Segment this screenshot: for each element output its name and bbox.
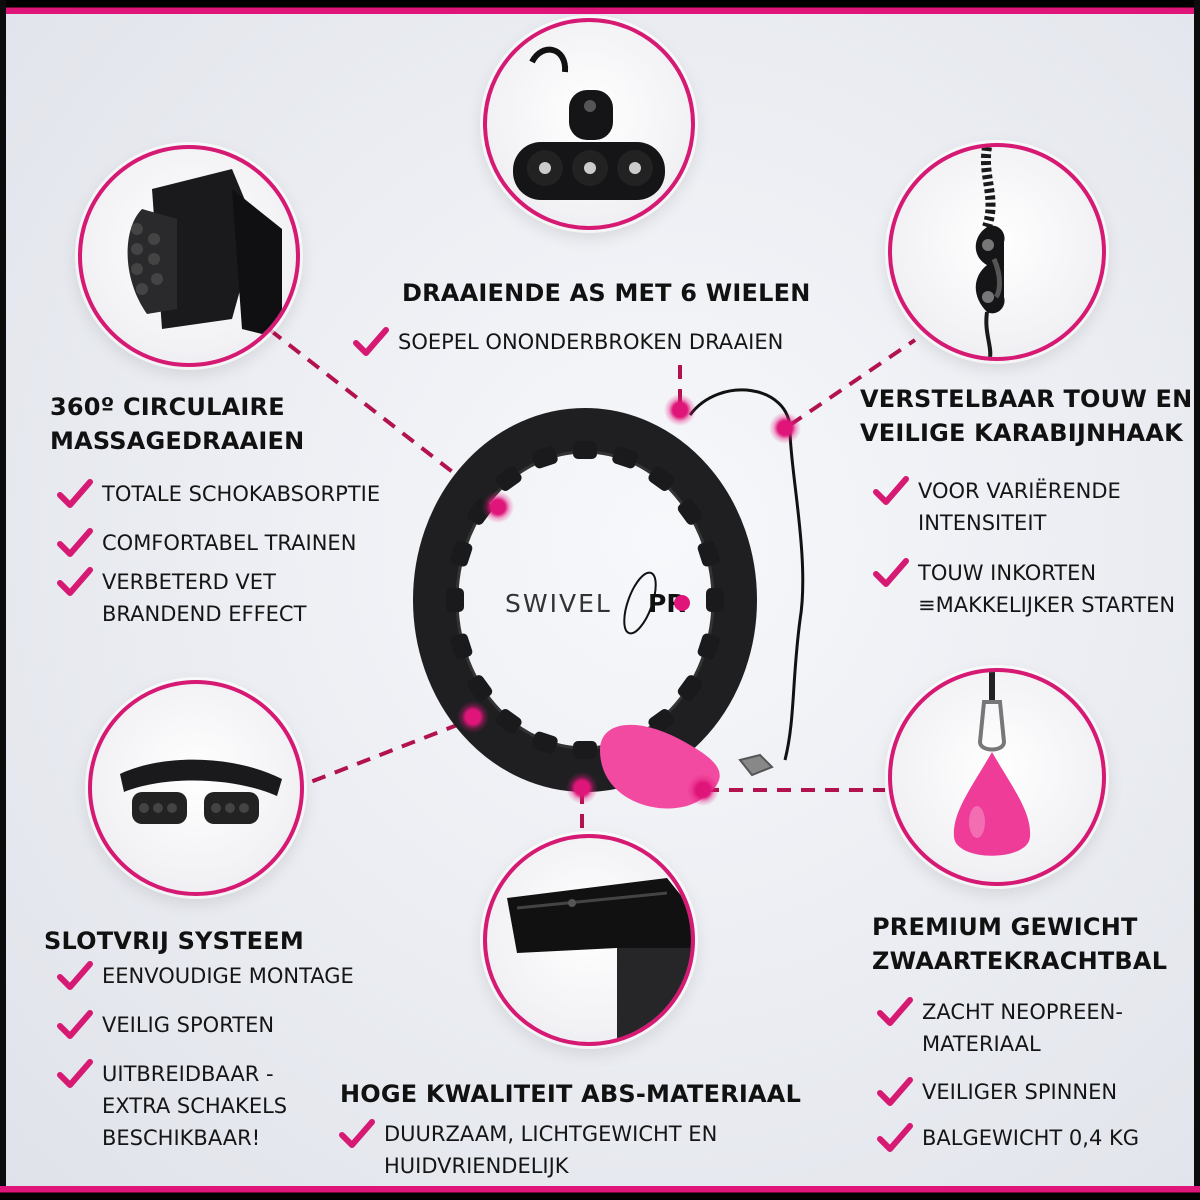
- list-item: DUURZAAM, LICHTGEWICHT EN HUIDVRIENDELIJ…: [338, 1118, 717, 1182]
- item-text: VOOR VARIËRENDE INTENSITEIT: [918, 479, 1121, 535]
- heading-material: HOGE KWALITEIT ABS-MATERIAAL: [340, 1080, 802, 1108]
- massage-knob: [450, 540, 473, 567]
- item-text: ZACHT NEOPREEN- MATERIAAL: [922, 1000, 1123, 1056]
- brand-logo: SWIVEL PR: [505, 571, 690, 635]
- feature-image-weight: [888, 668, 1106, 886]
- item-text: VEILIGER SPINNEN: [922, 1080, 1118, 1104]
- massage-knob: [612, 446, 639, 469]
- rope-carabiner-icon: [975, 147, 1005, 357]
- massage-knob: [450, 633, 473, 660]
- check-icon: [353, 327, 389, 356]
- massage-knob: [706, 588, 724, 612]
- massage-knob: [697, 540, 720, 567]
- list-item: SOEPEL ONONDERBROKEN DRAAIEN: [352, 326, 783, 358]
- massage-knob: [573, 441, 597, 459]
- heading-wheels: DRAAIENDE AS MET 6 WIELEN: [402, 279, 811, 307]
- connector-lockfree: [289, 718, 471, 792]
- massage-knob: [677, 498, 703, 525]
- heading-weight: PREMIUM GEWICHT ZWAARTEKRACHTBAL: [872, 913, 1168, 975]
- right-edge: [1194, 0, 1200, 1200]
- gravity-ball-icon: [953, 672, 1031, 856]
- item-text: DUURZAAM, LICHTGEWICHT EN HUIDVRIENDELIJ…: [384, 1122, 718, 1178]
- massage-knob: [467, 675, 493, 702]
- massage-knob: [697, 633, 720, 660]
- hoop-ring: [413, 408, 757, 792]
- item-text: TOUW INKORTEN ≡MAKKELIJKER STARTEN: [918, 561, 1176, 617]
- check-icon: [57, 961, 93, 990]
- lock-free-link-icon: [120, 759, 282, 824]
- item-text: UITBREIDBAAR - EXTRA SCHAKELS BESCHIKBAA…: [102, 1062, 288, 1150]
- list-item: EENVOUDIGE MONTAGE: [56, 960, 354, 992]
- massage-knob: [648, 709, 675, 734]
- heading-rope: VERSTELBAAR TOUW EN VEILIGE KARABIJNHAAK: [860, 385, 1193, 447]
- check-icon: [877, 1123, 913, 1152]
- feature-image-massage: [78, 145, 300, 367]
- heading-lockfree: SLOTVRIJ SYSTEEM: [44, 927, 304, 955]
- massage-knob: [573, 741, 597, 759]
- top-accent-bar: [0, 0, 1200, 14]
- wheel-axle-icon: [513, 46, 665, 200]
- check-icon: [57, 528, 93, 557]
- check-icon: [873, 476, 909, 505]
- item-text: COMFORTABEL TRAINEN: [102, 531, 357, 555]
- massage-knob: [495, 466, 522, 491]
- abs-material-icon: [507, 878, 691, 1042]
- list-item: BALGEWICHT 0,4 KG: [876, 1122, 1139, 1154]
- heading-massage: 360º CIRCULAIRE MASSAGEDRAAIEN: [50, 393, 305, 455]
- check-icon: [877, 1077, 913, 1106]
- massage-knob: [648, 466, 675, 491]
- feature-image-wheels: [483, 18, 695, 230]
- list-item: ZACHT NEOPREEN- MATERIAAL: [876, 996, 1123, 1060]
- feature-image-rope: [888, 143, 1106, 361]
- feature-image-material: [483, 834, 695, 1046]
- brand-word: SWIVEL: [505, 589, 612, 618]
- item-text: VERBETERD VET BRANDEND EFFECT: [102, 570, 307, 626]
- massage-knob: [446, 588, 464, 612]
- item-text: SOEPEL ONONDERBROKEN DRAAIEN: [398, 330, 784, 354]
- massage-knob: [531, 446, 558, 469]
- item-text: TOTALE SCHOKABSORPTIE: [102, 482, 381, 506]
- check-icon: [57, 567, 93, 596]
- check-icon: [57, 1059, 93, 1088]
- feature-image-lockfree: [88, 680, 304, 896]
- item-text: BALGEWICHT 0,4 KG: [922, 1126, 1140, 1150]
- massage-knob-icon: [127, 169, 282, 339]
- massage-knob: [677, 675, 703, 702]
- list-item: VERBETERD VET BRANDEND EFFECT: [56, 566, 306, 630]
- list-item: VEILIGER SPINNEN: [876, 1076, 1117, 1108]
- list-item: VOOR VARIËRENDE INTENSITEIT: [872, 475, 1121, 539]
- item-text: VEILIG SPORTEN: [102, 1013, 275, 1037]
- list-item: UITBREIDBAAR - EXTRA SCHAKELS BESCHIKBAA…: [56, 1058, 287, 1154]
- list-item: VEILIG SPORTEN: [56, 1009, 274, 1041]
- item-text: EENVOUDIGE MONTAGE: [102, 964, 354, 988]
- bottom-accent-bar: [0, 1186, 1200, 1200]
- left-edge: [0, 0, 6, 1200]
- list-item: TOTALE SCHOKABSORPTIE: [56, 478, 380, 510]
- massage-knob: [531, 731, 558, 754]
- check-icon: [57, 1010, 93, 1039]
- check-icon: [877, 997, 913, 1026]
- massage-knob: [495, 709, 522, 734]
- connector-rope: [788, 338, 917, 427]
- check-icon: [873, 558, 909, 587]
- rope-line: [688, 388, 805, 761]
- check-icon: [57, 479, 93, 508]
- list-item: TOUW INKORTEN ≡MAKKELIJKER STARTEN: [872, 557, 1175, 621]
- check-icon: [339, 1119, 375, 1148]
- list-item: COMFORTABEL TRAINEN: [56, 527, 356, 559]
